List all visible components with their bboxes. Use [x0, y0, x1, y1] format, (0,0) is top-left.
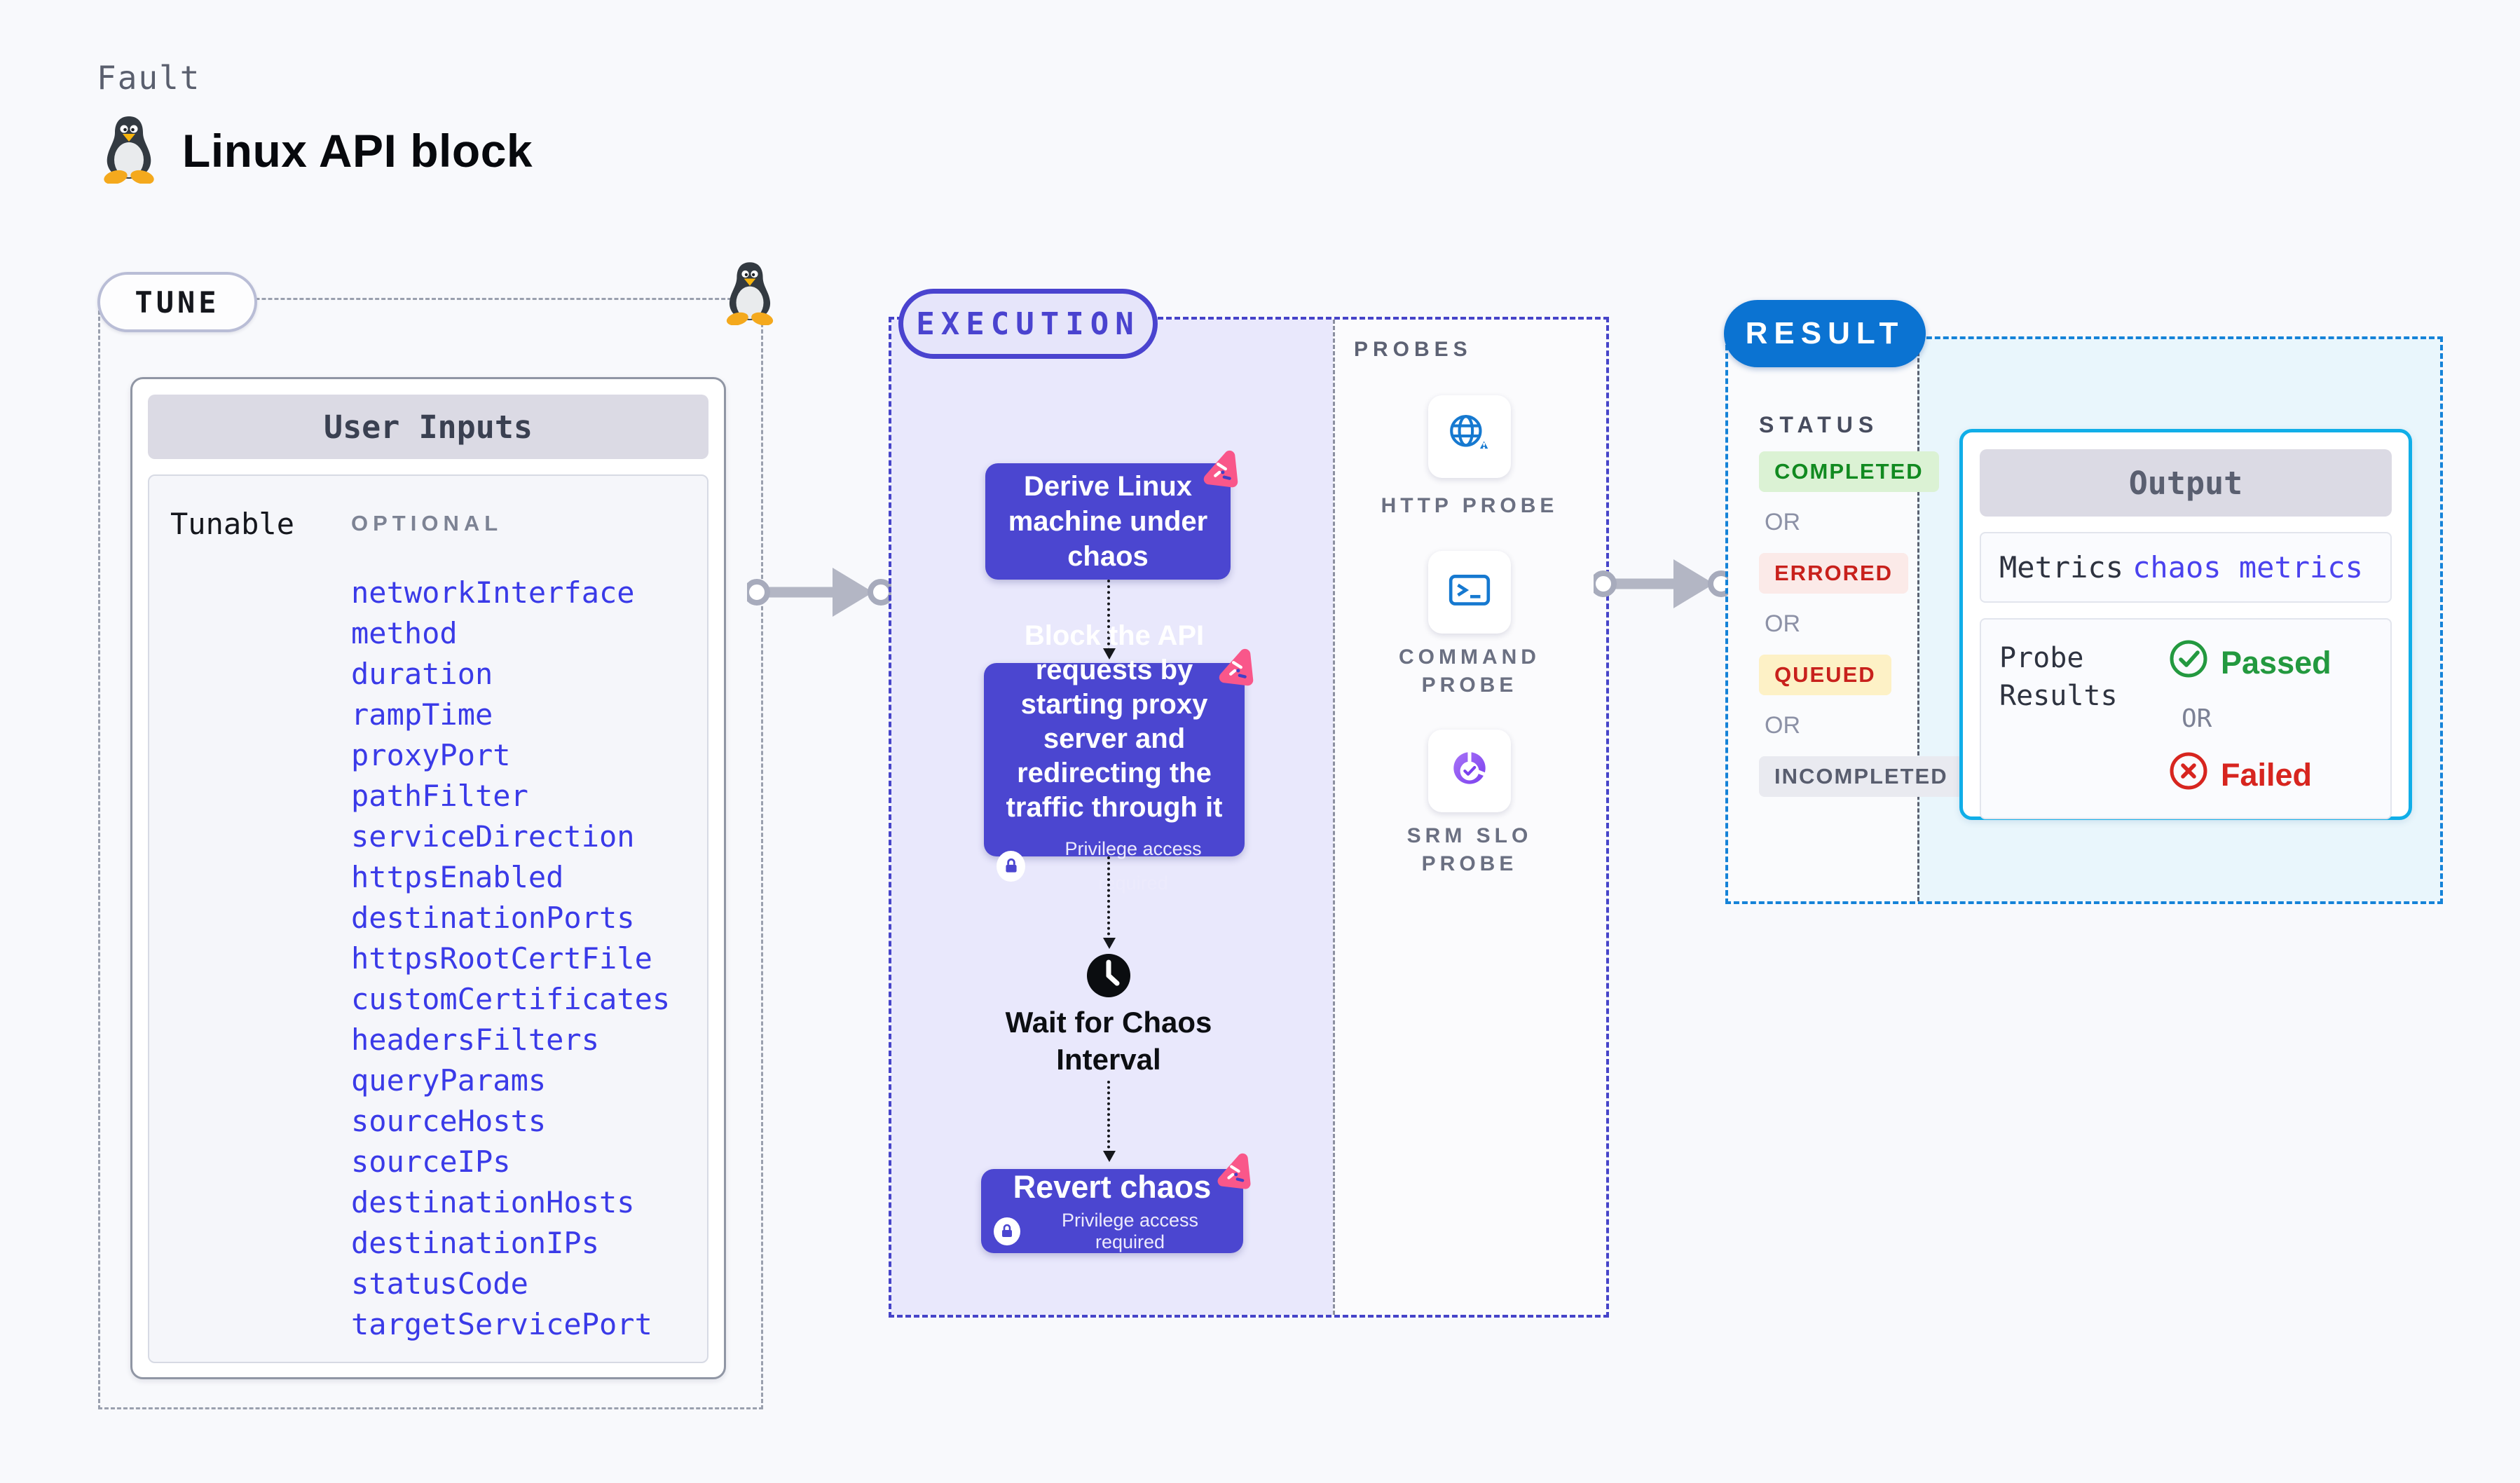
flow-connector	[1103, 1081, 1116, 1162]
privilege-note: Privilege access required	[1061, 1210, 1199, 1252]
probes-title: PROBES	[1354, 338, 1472, 361]
passed-label: Passed	[2221, 644, 2331, 681]
step-derive-machine: Derive Linux machine under chaos	[985, 450, 1238, 580]
tunable-params-list: networkInterface method duration rampTime pr…	[351, 573, 670, 1345]
tunable-param: destinationIPs	[351, 1226, 600, 1260]
clock-icon	[1086, 952, 1132, 1002]
status-title: STATUS	[1759, 412, 1879, 437]
output-title: Output	[1980, 449, 2392, 517]
linux-tux-icon-small	[723, 259, 777, 329]
tune-pill: TUNE	[97, 272, 257, 332]
user-inputs-table: Tunable OPTIONAL networkInterface method d…	[148, 474, 708, 1363]
tunable-param: targetServicePort	[351, 1307, 652, 1341]
x-circle-icon	[2169, 751, 2208, 798]
flow-connector	[1103, 856, 1116, 949]
srm-slo-probe-label: SRM SLO PROBE	[1406, 824, 1533, 875]
probe-results-row: Probe Results Passed OR	[1980, 618, 2392, 819]
status-item: INCOMPLETED	[1759, 756, 1964, 797]
tunable-param: destinationHosts	[351, 1185, 635, 1219]
chaos-logo-icon	[1214, 646, 1259, 699]
passed-line: Passed	[2169, 639, 2331, 686]
flow-connector	[1103, 580, 1116, 660]
failed-label: Failed	[2221, 756, 2313, 793]
result-section: RESULT STATUS COMPLETED OR ERRORED OR QU…	[1724, 300, 2443, 904]
privilege-note: Privilege access required	[1064, 838, 1202, 894]
probe-results-or: OR	[2182, 704, 2212, 733]
tunable-param: sourceHosts	[351, 1104, 547, 1138]
step-block-api: Block the API requests by starting proxy…	[984, 620, 1254, 894]
status-or-separator: OR	[1765, 712, 1800, 739]
metrics-label: Metrics	[1999, 550, 2124, 585]
tunable-param: pathFilter	[351, 779, 528, 813]
execution-section: EXECUTION Derive Linux machine under cha…	[889, 289, 1609, 1318]
status-list: COMPLETED OR ERRORED OR QUEUED OR INCOMP…	[1759, 451, 1964, 797]
tunable-param: customCertificates	[351, 982, 671, 1016]
terminal-icon	[1446, 568, 1493, 617]
metrics-value: chaos metrics	[2132, 550, 2363, 585]
fault-kicker: Fault	[97, 59, 201, 97]
step-wait-label: Wait for Chaos Interval	[1005, 1006, 1212, 1076]
status-item: QUEUED OR	[1759, 655, 1934, 739]
tunable-param: queryParams	[351, 1063, 547, 1098]
command-probe-label: COMMAND PROBE	[1399, 645, 1540, 697]
tunable-param: proxyPort	[351, 738, 511, 772]
page-title: Linux API block	[182, 124, 533, 177]
status-item: COMPLETED OR	[1759, 451, 1939, 536]
tunable-param: destinationPorts	[351, 901, 635, 935]
probes-panel	[1333, 320, 1606, 1315]
tunable-param: sourceIPs	[351, 1144, 511, 1179]
privilege-row: Privilege access required	[994, 1210, 1231, 1253]
page-header: Linux API block	[100, 114, 533, 187]
chaos-logo-icon	[1198, 448, 1243, 501]
tune-to-execution-arrow	[744, 561, 894, 627]
chaos-logo-icon	[1212, 1151, 1256, 1202]
lock-icon	[997, 851, 1026, 882]
tunable-param: headersFilters	[351, 1023, 600, 1057]
privilege-row: Privilege access required	[997, 832, 1232, 901]
execution-pill: EXECUTION	[898, 289, 1158, 359]
metrics-row: Metrics chaos metrics	[1980, 532, 2392, 603]
result-pill: RESULT	[1724, 300, 1926, 367]
status-or-separator: OR	[1765, 610, 1800, 637]
status-badge: QUEUED	[1759, 655, 1891, 695]
tunable-param: httpsRootCertFile	[351, 941, 652, 976]
execution-to-result-arrow	[1590, 552, 1734, 619]
srm-slo-probe-card	[1428, 730, 1511, 812]
globe-alert-icon	[1446, 412, 1493, 462]
lock-icon	[994, 1217, 1021, 1245]
tune-section: TUNE User Inputs Tunable OPTIONAL networ…	[97, 262, 774, 1409]
tunable-param: httpsEnabled	[351, 860, 564, 894]
status-panel	[1728, 339, 1917, 901]
tunable-param: serviceDirection	[351, 819, 635, 854]
slo-gauge-icon	[1446, 746, 1493, 796]
status-or-separator: OR	[1765, 509, 1800, 535]
tunable-param: networkInterface	[351, 575, 635, 610]
probe-results-label: Probe Results	[1999, 642, 2118, 712]
tunable-param: duration	[351, 657, 493, 691]
optional-tag: OPTIONAL	[351, 511, 503, 535]
status-badge: COMPLETED	[1759, 451, 1939, 492]
step-derive-label: Derive Linux machine under chaos	[1008, 471, 1208, 572]
tunable-param: rampTime	[351, 697, 493, 732]
user-inputs-card: User Inputs Tunable OPTIONAL networkInte…	[130, 377, 726, 1379]
probe-results-values: Passed OR Failed	[2169, 639, 2331, 798]
tunable-param: statusCode	[351, 1266, 528, 1301]
step-revert-chaos: Revert chaos Privilege access required	[981, 1153, 1251, 1253]
command-probe-card	[1428, 551, 1511, 634]
status-badge: INCOMPLETED	[1759, 756, 1964, 797]
status-item: ERRORED OR	[1759, 553, 1934, 638]
step-revert-label: Revert chaos	[1013, 1169, 1212, 1205]
tunable-param: method	[351, 616, 458, 650]
status-badge: ERRORED	[1759, 553, 1909, 594]
http-probe-card	[1428, 395, 1511, 478]
failed-line: Failed	[2169, 751, 2331, 798]
http-probe-label: HTTP PROBE	[1381, 494, 1559, 517]
linux-tux-icon	[100, 114, 158, 187]
step-block-label: Block the API requests by starting proxy…	[1006, 620, 1223, 823]
check-circle-icon	[2169, 639, 2208, 686]
user-inputs-title: User Inputs	[148, 395, 708, 459]
output-card: Output Metrics chaos metrics Probe Resul…	[1959, 429, 2412, 820]
tunable-label: Tunable	[170, 507, 295, 541]
